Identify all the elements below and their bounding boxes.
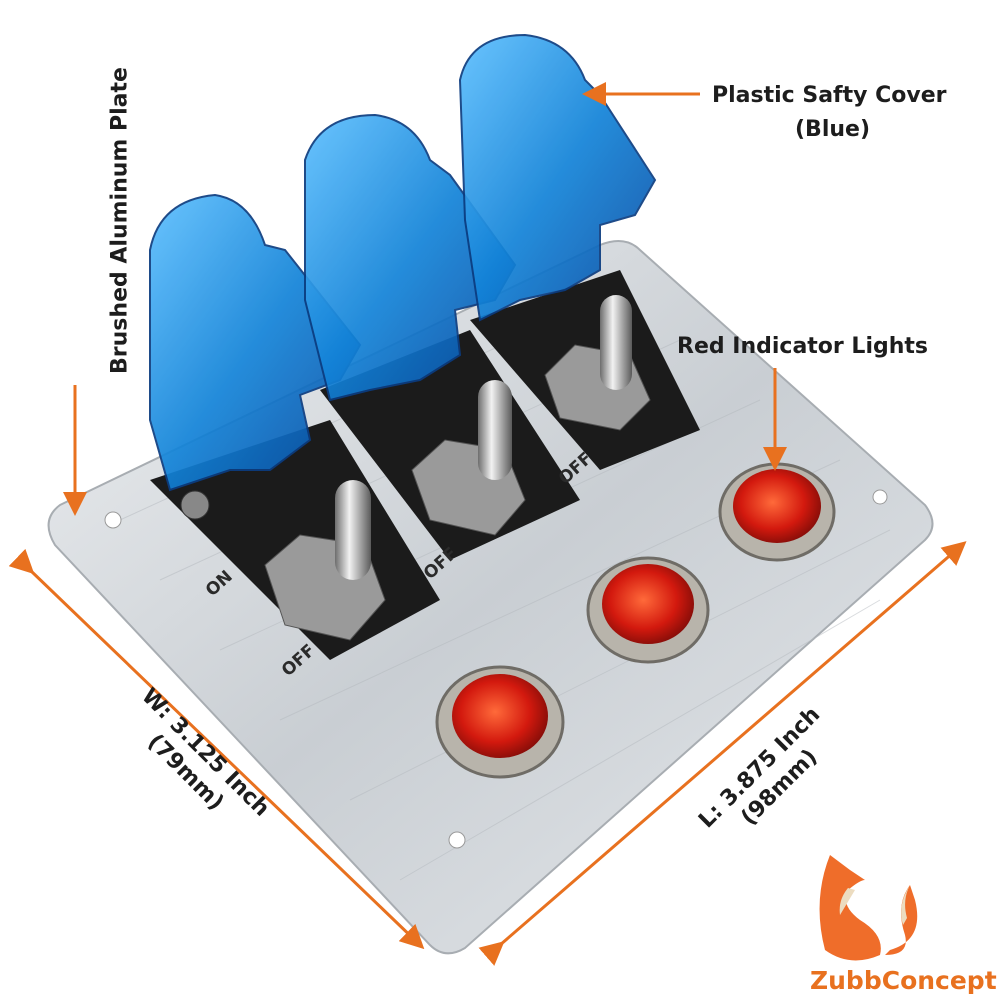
zubbconcept-logo-icon (819, 855, 918, 961)
brand-name: ZubbConcept (810, 966, 997, 995)
cover-annotation-color: (Blue) (795, 117, 871, 142)
safety-cover-3[interactable] (458, 33, 657, 322)
red-indicator-light-3 (718, 462, 836, 562)
toggle-switch-3[interactable] (544, 295, 651, 431)
width-arrow (8, 548, 425, 950)
cover-annotation: Plastic Safty Cover (712, 83, 947, 108)
lights-annotation: Red Indicator Lights (677, 334, 929, 359)
safety-cover-2[interactable] (304, 113, 517, 402)
red-indicator-light-2 (586, 556, 710, 664)
length-arrow (478, 541, 967, 966)
plate-annotation: Brushed Aluminum Plate (107, 67, 133, 374)
toggle-switch-2[interactable] (411, 380, 526, 536)
safety-cover-1[interactable] (149, 193, 362, 520)
red-indicator-light-1 (435, 665, 565, 779)
